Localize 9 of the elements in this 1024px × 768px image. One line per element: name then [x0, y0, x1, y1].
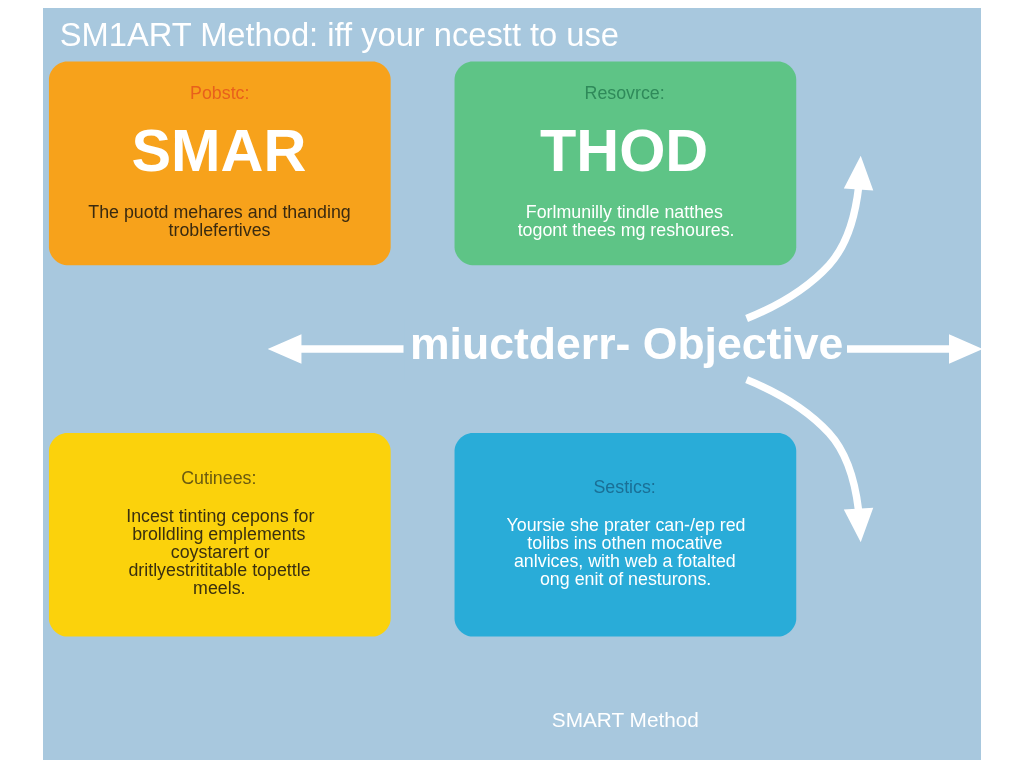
diagram-title: SM1ART Method: iff your ncestt to use	[59, 16, 620, 54]
label: SMART Method	[551, 708, 699, 732]
node-box: Pobstc: SMAR The puotd mehares and thanding troblefertives	[48, 61, 391, 266]
node-box: Cutinees: Incest tinting cepons for brolldling emplements coystarert or dritlyestrititable topettle meels.	[48, 433, 391, 637]
arrow	[745, 376, 874, 543]
node-box: Sestics: Yoursie she prater can-/ep red tolibs ins othen mocative anlvices, with web a fotalted ong enit of nesturons.	[454, 433, 797, 637]
node-text: miuctderr- Objective	[409, 318, 844, 368]
arrow	[745, 155, 874, 322]
node-box: Resovrce: THOD Forlmunilly tindle natthes togont thees mg reshoures.	[454, 61, 797, 266]
